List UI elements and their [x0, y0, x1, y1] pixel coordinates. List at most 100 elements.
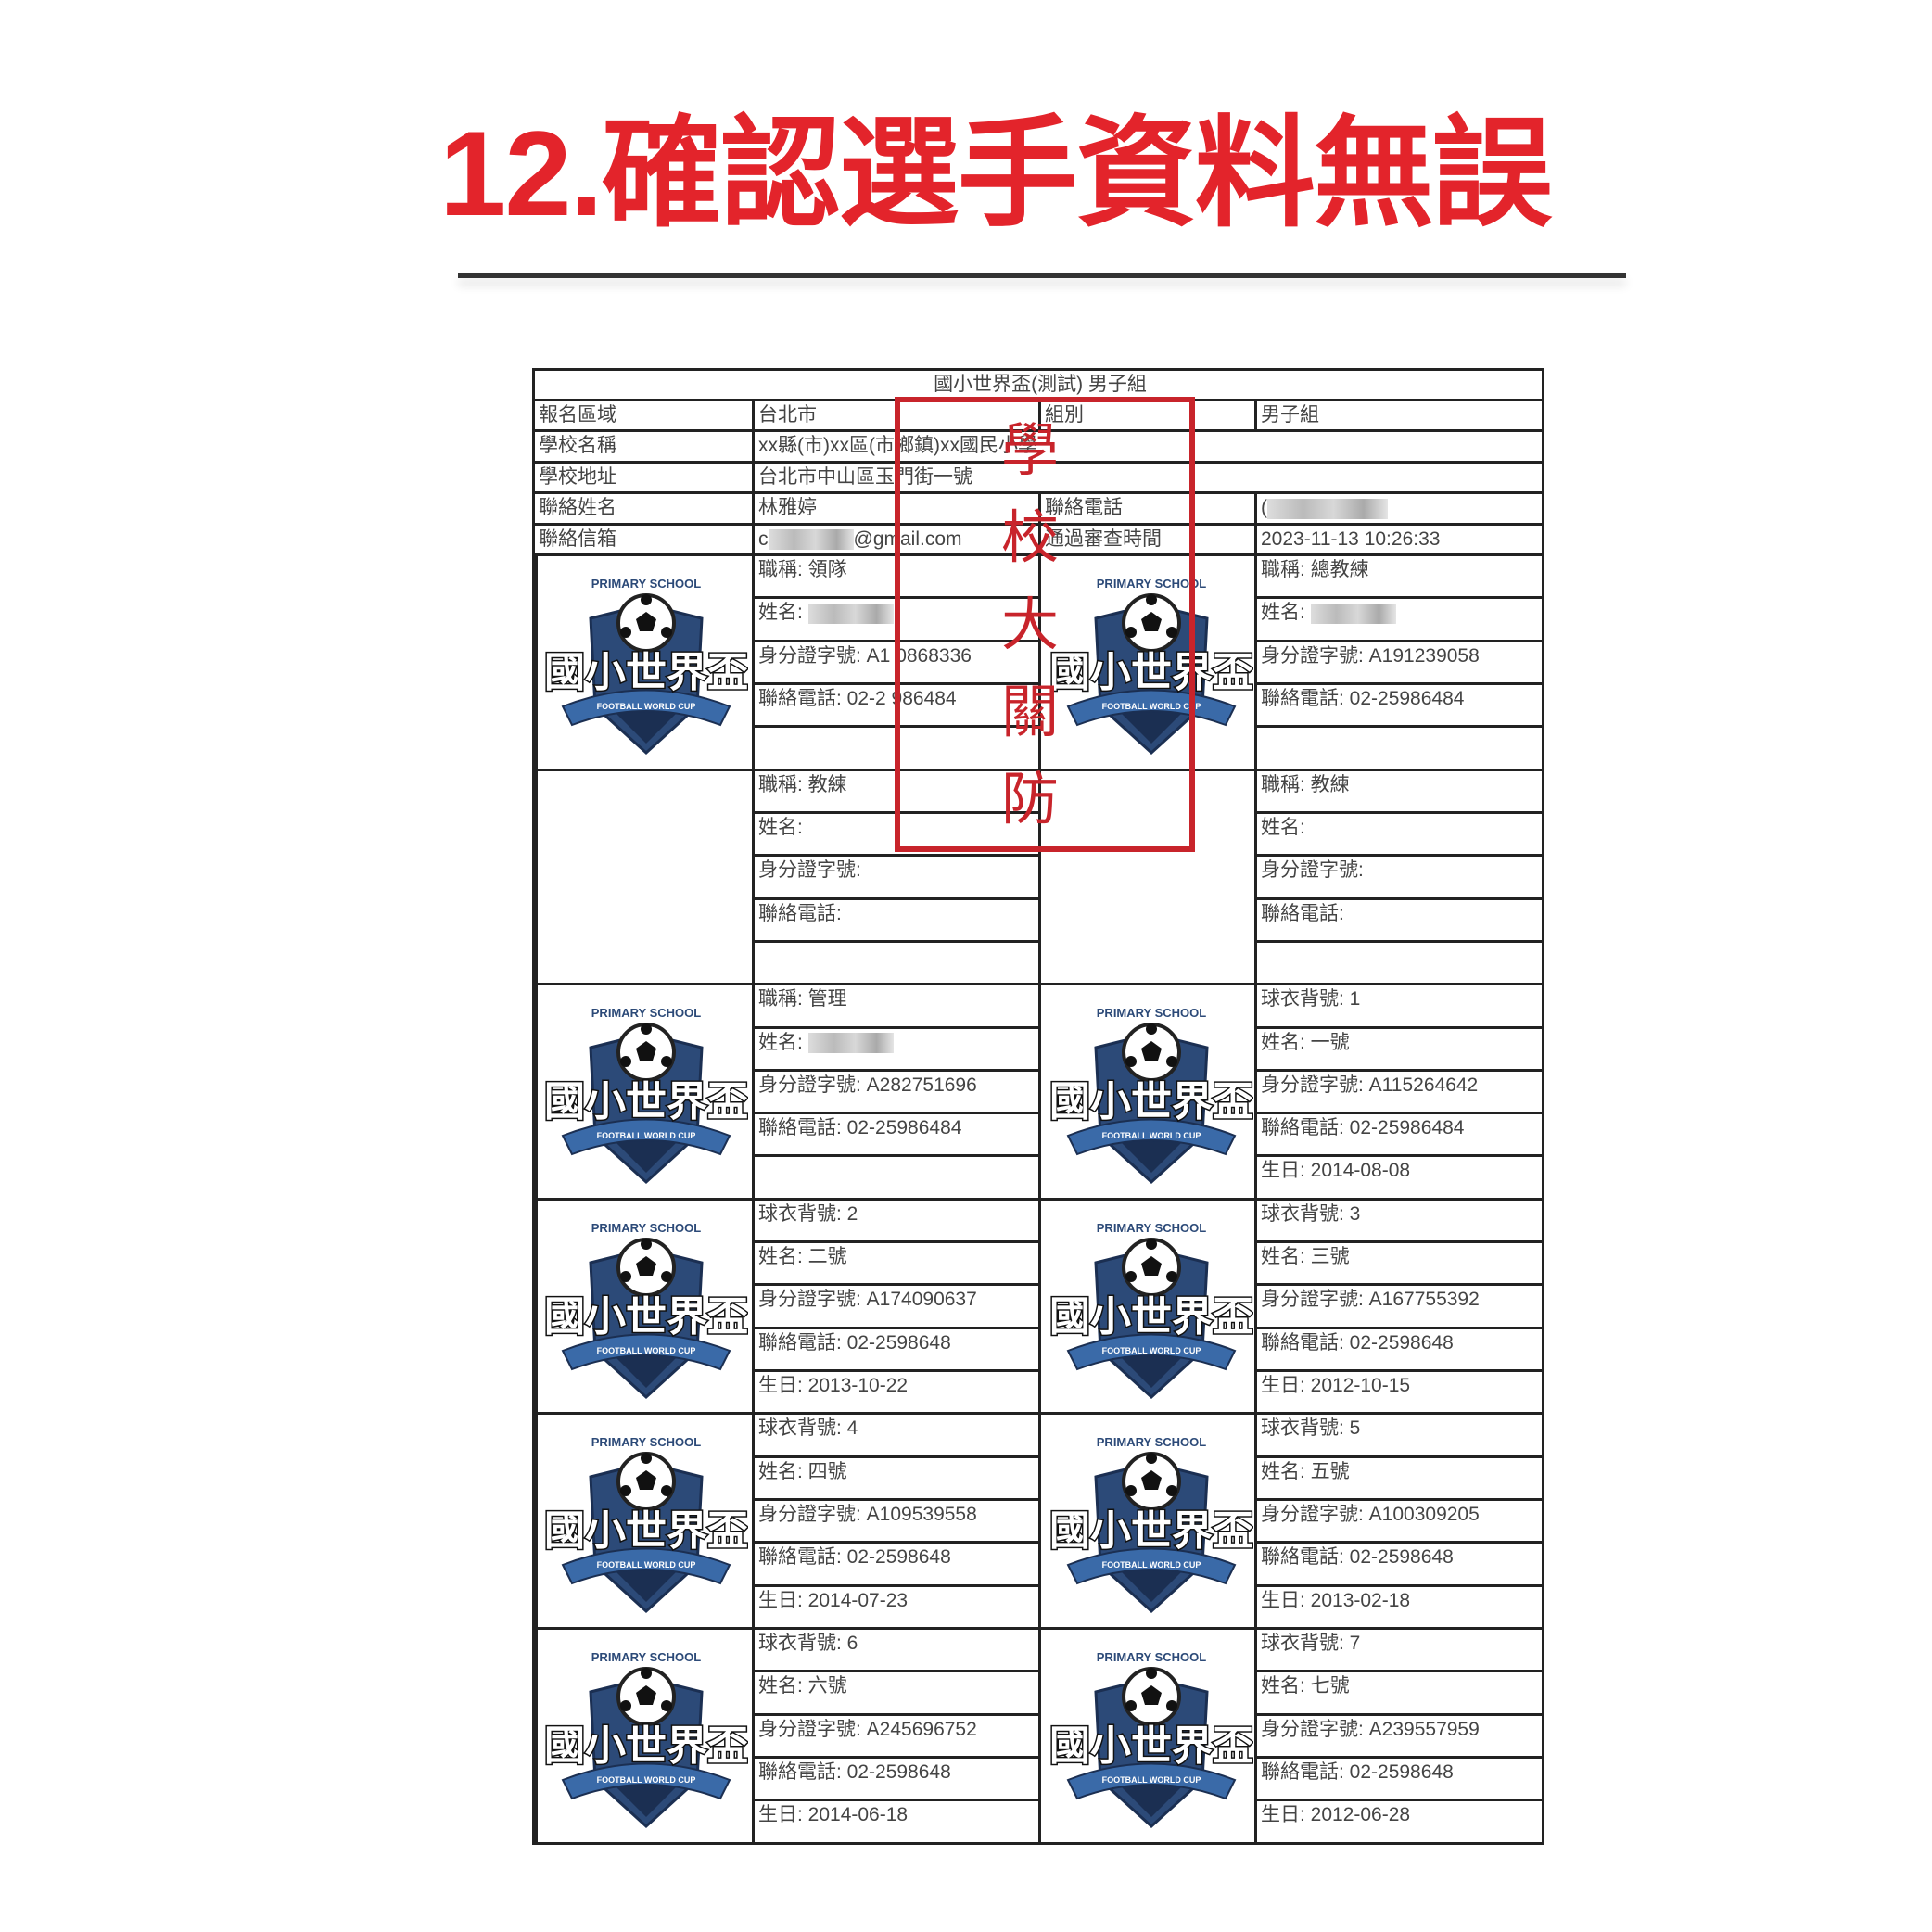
primary-school-world-cup-logo: PRIMARY SCHOOL 國小世界盃 FOOTBALL WORLD CUP [544, 1006, 748, 1185]
player-field: 姓名: 四號 [755, 1458, 1041, 1502]
player-field-text: 身分證字號: A100309205 [1261, 1504, 1480, 1526]
svg-text:PRIMARY SCHOOL: PRIMARY SCHOOL [1097, 577, 1207, 591]
player-field-text: 姓名: 二號 [758, 1246, 847, 1268]
svg-text:FOOTBALL WORLD CUP: FOOTBALL WORLD CUP [597, 1560, 696, 1570]
player-field-text: 聯絡電話: 02-25986484 [758, 1117, 962, 1139]
player-field: 聯絡電話: 02-2598648 [1257, 1329, 1542, 1373]
svg-text:國小世界盃: 國小世界盃 [544, 1507, 748, 1555]
player-field: 身分證字號: A115264642 [1257, 1072, 1542, 1115]
svg-text:FOOTBALL WORLD CUP: FOOTBALL WORLD CUP [1102, 1346, 1201, 1355]
player-field-text: 職稱: 管理 [758, 988, 847, 1010]
svg-text:國小世界盃: 國小世界盃 [1049, 1507, 1253, 1555]
column-divider [1254, 494, 1257, 526]
row-label: 聯絡信箱 [535, 526, 755, 556]
primary-school-world-cup-logo: PRIMARY SCHOOL 國小世界盃 FOOTBALL WORLD CUP [1049, 1006, 1253, 1185]
player-field-text: 身分證字號: [758, 859, 861, 882]
svg-text:PRIMARY SCHOOL: PRIMARY SCHOOL [1097, 1221, 1207, 1235]
player-field-text: 聯絡電話: 02-2598648 [1261, 1331, 1454, 1354]
svg-text:FOOTBALL WORLD CUP: FOOTBALL WORLD CUP [597, 1346, 696, 1355]
player-field-text: 姓名: [758, 1031, 808, 1053]
player-field-text: 聯絡電話: 02-25986484 [1261, 1117, 1465, 1139]
player-field-text: 身分證字號: A282751696 [758, 1074, 977, 1096]
primary-school-world-cup-logo: PRIMARY SCHOOL 國小世界盃 FOOTBALL WORLD CUP [544, 577, 748, 756]
svg-text:PRIMARY SCHOOL: PRIMARY SCHOOL [591, 1221, 702, 1235]
svg-text:FOOTBALL WORLD CUP: FOOTBALL WORLD CUP [597, 1775, 696, 1785]
seal-char: 防 [1001, 768, 1060, 832]
player-field: 聯絡電話: 02-2598648 [1257, 1544, 1542, 1587]
column-divider [1038, 556, 1041, 1845]
blurred-value [768, 529, 854, 551]
player-field: 聯絡電話: 02-25986484 [1257, 685, 1542, 729]
row-value-2-text: 男子組 [1261, 404, 1319, 426]
player-field: 球衣背號: 7 [1257, 1630, 1542, 1673]
player-field-text: 職稱: 領隊 [758, 559, 847, 580]
player-field-text: 球衣背號: 2 [758, 1202, 858, 1225]
player-field [1257, 728, 1542, 771]
column-divider [1254, 401, 1257, 433]
svg-text:FOOTBALL WORLD CUP: FOOTBALL WORLD CUP [1102, 702, 1201, 711]
title-underline [458, 273, 1626, 278]
player-field: 姓名: [1257, 599, 1542, 642]
player-field-text: 生日: 2012-10-15 [1261, 1375, 1411, 1397]
svg-text:國小世界盃: 國小世界盃 [544, 1293, 748, 1341]
player-field [1257, 943, 1542, 986]
column-divider [752, 525, 755, 556]
svg-text:國小世界盃: 國小世界盃 [1049, 1722, 1253, 1770]
primary-school-world-cup-logo: PRIMARY SCHOOL 國小世界盃 FOOTBALL WORLD CUP [544, 1650, 748, 1829]
player-field-text: 生日: 2013-10-22 [758, 1375, 909, 1397]
school-seal-stamp: 學校大關防 [1001, 408, 1060, 844]
svg-text:國小世界盃: 國小世界盃 [1049, 1078, 1253, 1125]
primary-school-world-cup-logo: PRIMARY SCHOOL 國小世界盃 FOOTBALL WORLD CUP [544, 1221, 748, 1399]
svg-text:PRIMARY SCHOOL: PRIMARY SCHOOL [591, 1006, 702, 1020]
primary-school-world-cup-logo: PRIMARY SCHOOL 國小世界盃 FOOTBALL WORLD CUP [1049, 577, 1253, 756]
player-field: 聯絡電話: [1257, 900, 1542, 943]
row-label-2: 通過審查時間 [1041, 526, 1257, 556]
player-field-text: 聯絡電話: 02-2 986484 [758, 687, 957, 709]
player-field-text: 生日: 2014-07-23 [758, 1589, 909, 1611]
player-field-text: 聯絡電話: [1261, 902, 1344, 924]
column-divider [752, 432, 755, 464]
player-field-text: 身分證字號: A1 0868336 [758, 644, 972, 667]
player-field: 生日: 2014-08-08 [1257, 1157, 1542, 1201]
svg-text:PRIMARY SCHOOL: PRIMARY SCHOOL [591, 1435, 702, 1449]
svg-text:PRIMARY SCHOOL: PRIMARY SCHOOL [1097, 1650, 1207, 1664]
player-field: 身分證字號: [755, 857, 1041, 900]
player-field: 職稱: 教練 [1257, 771, 1542, 814]
player-field: 身分證字號: A174090637 [755, 1286, 1041, 1329]
player-field: 姓名: 六號 [755, 1672, 1041, 1716]
row-value-text: 台北市 [758, 404, 817, 426]
svg-text:國小世界盃: 國小世界盃 [544, 649, 748, 696]
row-value-text: 林雅婷 [758, 497, 817, 519]
svg-text:FOOTBALL WORLD CUP: FOOTBALL WORLD CUP [1102, 1775, 1201, 1785]
svg-text:PRIMARY SCHOOL: PRIMARY SCHOOL [1097, 1435, 1207, 1449]
player-field-text: 聯絡電話: 02-2598648 [1261, 1546, 1454, 1569]
row-label: 學校地址 [535, 464, 755, 495]
player-field-text: 姓名: 五號 [1261, 1460, 1350, 1482]
player-field-text: 球衣背號: 4 [758, 1417, 858, 1440]
player-field: 身分證字號: A109539558 [755, 1501, 1041, 1544]
primary-school-world-cup-logo: PRIMARY SCHOOL 國小世界盃 FOOTBALL WORLD CUP [1049, 1650, 1253, 1829]
svg-text:FOOTBALL WORLD CUP: FOOTBALL WORLD CUP [1102, 1560, 1201, 1570]
row-value-2: 2023-11-13 10:26:33 [1257, 526, 1542, 556]
player-field-text: 聯絡電話: 02-2598648 [758, 1331, 951, 1354]
player-field: 球衣背號: 1 [1257, 985, 1542, 1029]
column-divider [752, 556, 755, 1845]
player-field-text: 球衣背號: 5 [1261, 1417, 1361, 1440]
player-field: 聯絡電話: 02-2598648 [755, 1544, 1041, 1587]
player-field: 身分證字號: A167755392 [1257, 1286, 1542, 1329]
player-field-text: 身分證字號: A115264642 [1261, 1074, 1479, 1096]
primary-school-world-cup-logo: PRIMARY SCHOOL 國小世界盃 FOOTBALL WORLD CUP [1049, 1221, 1253, 1399]
player-field-text: 生日: 2013-02-18 [1261, 1589, 1411, 1611]
player-field: 身分證字號: [1257, 857, 1542, 900]
player-field-text: 姓名: 四號 [758, 1460, 847, 1482]
player-field-text: 姓名: [1261, 816, 1305, 838]
player-field-text: 聯絡電話: 02-2598648 [1261, 1760, 1454, 1783]
svg-text:PRIMARY SCHOOL: PRIMARY SCHOOL [1097, 1006, 1207, 1020]
column-divider [1254, 525, 1257, 556]
player-field-text: 聯絡電話: 02-2598648 [758, 1760, 951, 1783]
player-field-text: 姓名: [1261, 602, 1311, 624]
player-field: 姓名: [755, 814, 1041, 858]
player-field: 聯絡電話: 02-2598648 [755, 1329, 1041, 1373]
player-field: 姓名: 三號 [1257, 1243, 1542, 1287]
